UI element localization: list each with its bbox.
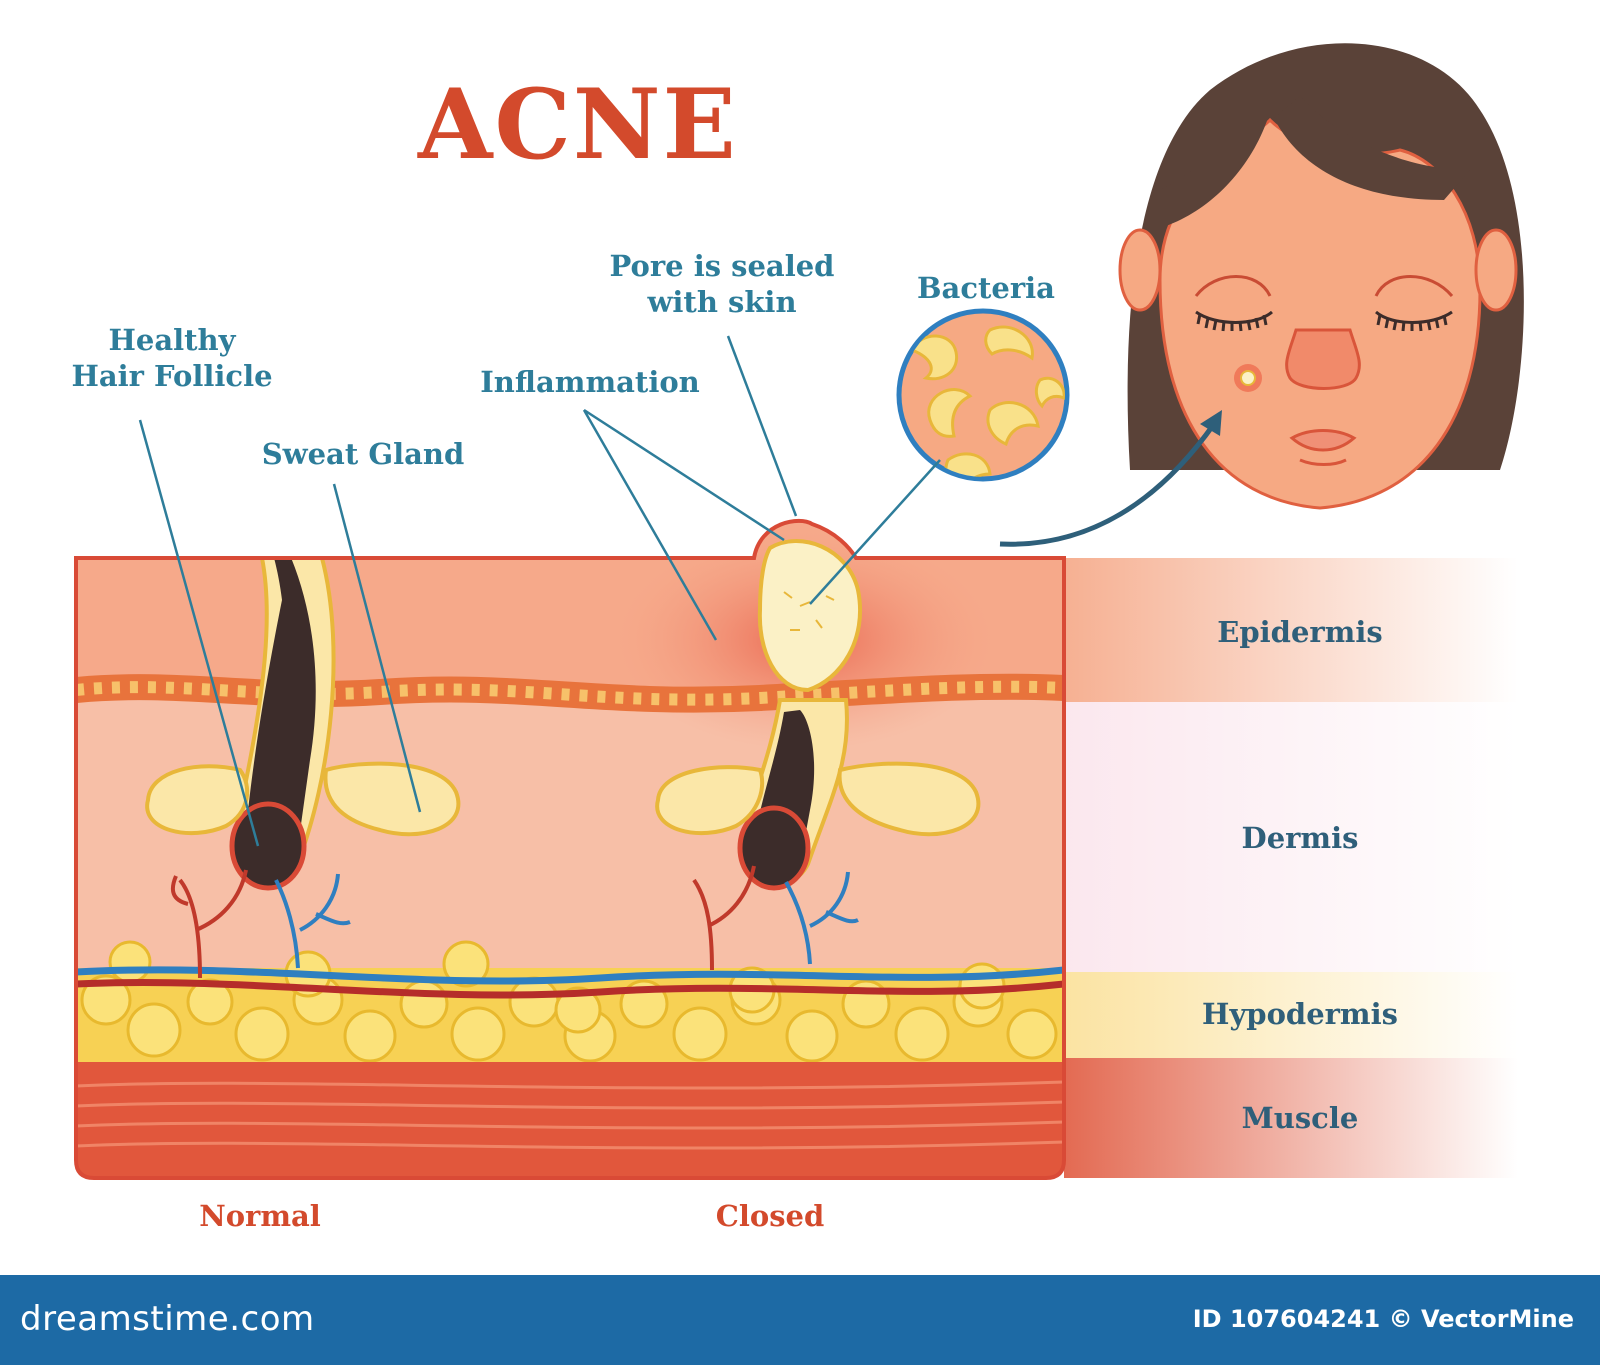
label-bacteria: Bacteria [906, 270, 1066, 306]
face-illustration [1120, 43, 1524, 508]
label-sweat-gland: Sweat Gland [258, 436, 468, 472]
layer-label-epidermis: Epidermis [1180, 614, 1420, 650]
label-healthy-hair-follicle: Healthy Hair Follicle [62, 322, 282, 394]
footer-bar: dreamstime.com ID 107604241 © VectorMine [0, 1275, 1600, 1365]
label-pore-line2: with skin [604, 284, 840, 320]
acne-diagram: ACNE Healthy Hair Follicle Sweat Gland I… [0, 0, 1600, 1275]
label-pore-line1: Pore is sealed [604, 248, 840, 284]
label-inflammation: Inflammation [470, 364, 710, 400]
label-healthy-line2: Hair Follicle [62, 358, 282, 394]
diagram-title: ACNE [418, 70, 728, 180]
bacteria-magnified-circle [899, 311, 1067, 492]
sebaceous-gland-normal-left [147, 766, 247, 833]
label-pore-sealed: Pore is sealed with skin [604, 248, 840, 320]
layer-label-hypodermis: Hypodermis [1180, 996, 1420, 1032]
layer-label-muscle: Muscle [1180, 1100, 1420, 1136]
layer-label-dermis: Dermis [1180, 820, 1420, 856]
caption-closed: Closed [690, 1198, 850, 1234]
label-healthy-line1: Healthy [62, 322, 282, 358]
footer-image-id: ID 107604241 © VectorMine [1193, 1305, 1574, 1333]
footer-site-name[interactable]: dreamstime.com [20, 1299, 315, 1339]
caption-normal: Normal [180, 1198, 340, 1234]
skin-block [60, 432, 1080, 1202]
